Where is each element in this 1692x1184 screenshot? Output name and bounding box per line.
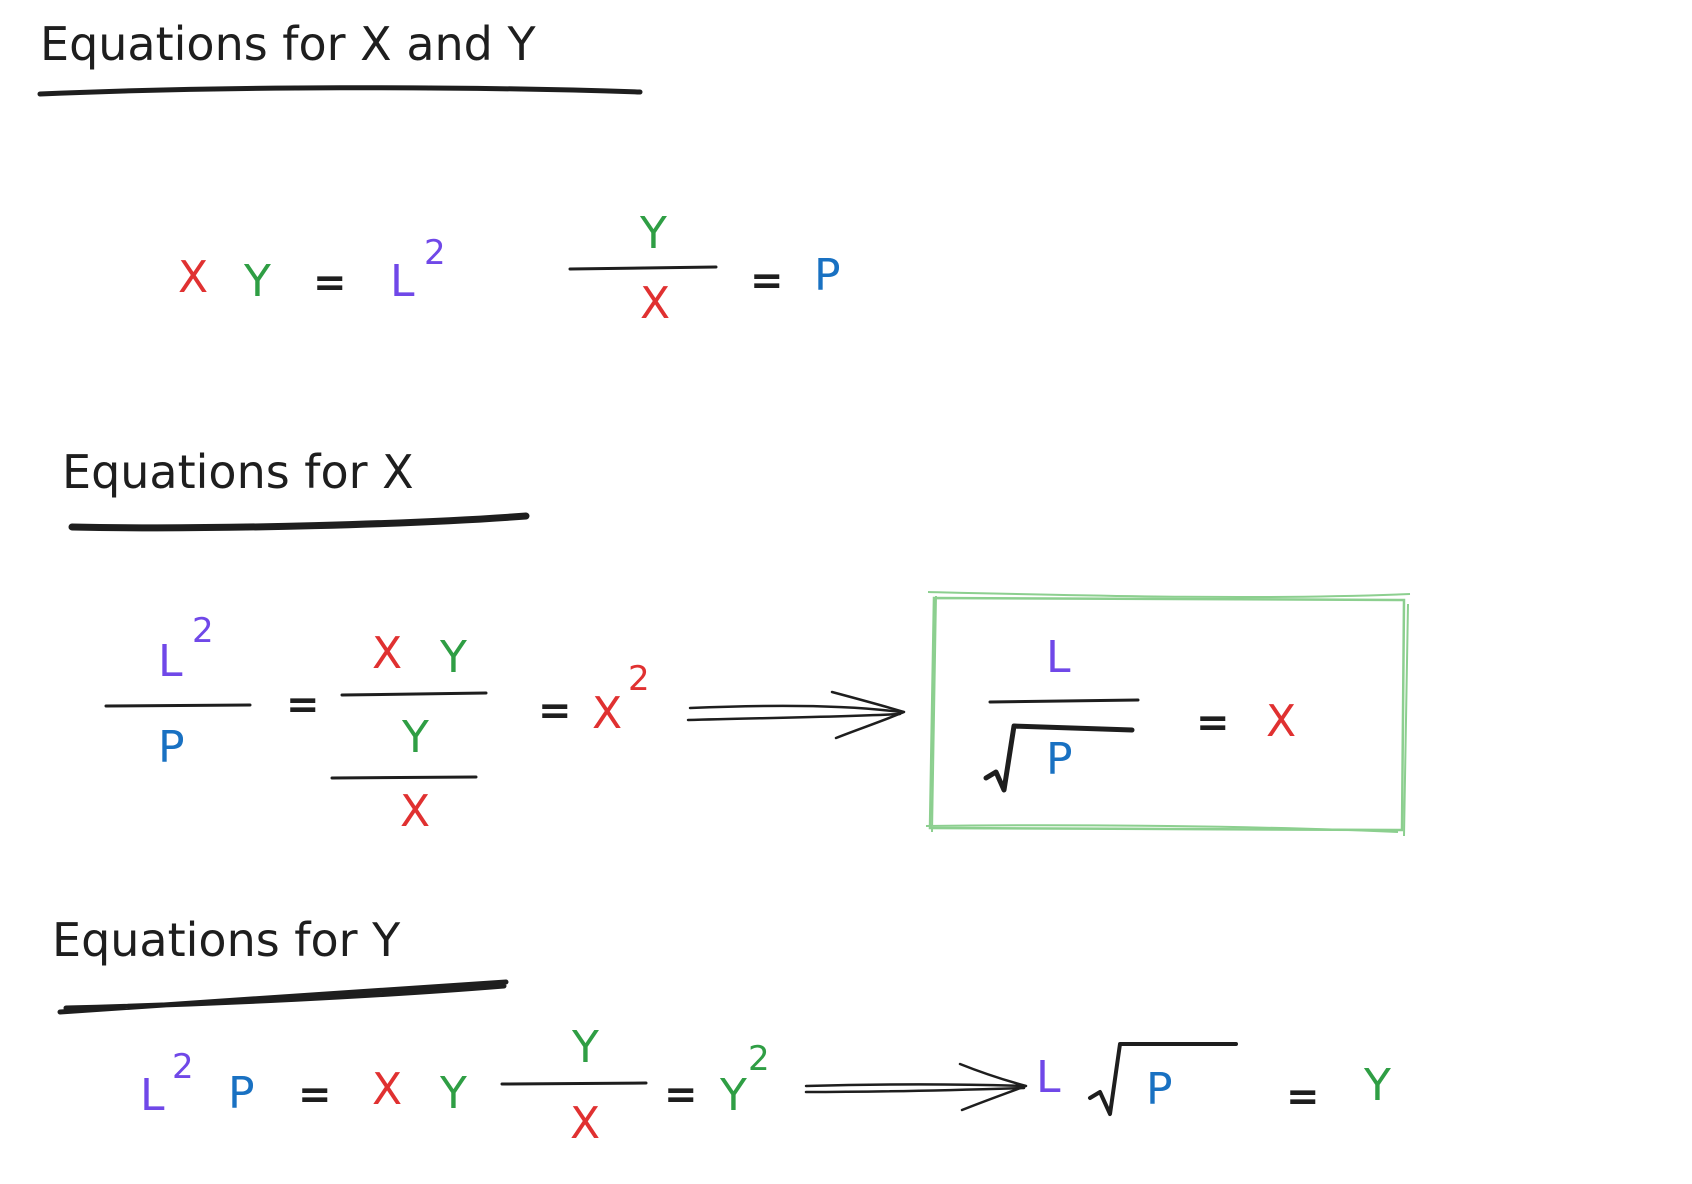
symbol-y: Y [571,1022,599,1073]
symbol-y: Y [1363,1060,1391,1111]
result-box-x: L P = X [925,591,1411,837]
equals-sign: = [298,1072,332,1118]
equation-xy-equals-l-squared: X Y = L 2 [178,233,446,307]
symbol-p: P [228,1068,255,1119]
symbol-x: X [1266,696,1296,747]
implies-arrow [686,690,906,740]
equals-sign: = [538,688,572,734]
square-root-sign [1088,1042,1238,1116]
equation-l-squared-p-equals-xy: L 2 P = X Y [140,1047,467,1121]
symbol-x: X [372,628,402,679]
square-root-sign [983,723,1135,793]
symbol-y: Y [439,1068,467,1119]
heading-equations-for-y: Equations for Y [52,913,401,967]
symbol-y: Y [243,256,271,307]
exponent-2: 2 [192,611,214,651]
heading-equations-for-x-and-y: Equations for X and Y [40,17,536,71]
symbol-l: L [390,256,415,307]
symbol-l: L [1036,1052,1061,1103]
equation-y-over-x-equals-p: Y X = P [568,208,841,329]
highlight-box [928,596,1406,832]
heading-equations-for-x: Equations for X [62,445,414,499]
exponent-2: 2 [424,233,446,273]
equals-sign: = [664,1072,698,1118]
heading-underline [57,979,509,1015]
symbol-l: L [158,636,183,687]
equation-l-sqrt-p-equals-y: L P = Y [1036,1042,1391,1120]
symbol-x: X [640,278,670,329]
symbol-x: X [592,688,622,739]
fraction-bar [104,703,252,708]
symbol-x: X [570,1098,600,1149]
symbol-p: P [158,722,185,773]
heading-underline [37,85,643,97]
fraction-bar [568,265,718,271]
symbol-l: L [140,1070,165,1121]
exponent-2: 2 [748,1039,770,1079]
equals-sign: = [1196,700,1230,746]
fraction-bar [330,775,478,780]
implies-arrow [804,1062,1028,1112]
exponent-2: 2 [628,659,650,699]
symbol-x: X [372,1064,402,1115]
equation-x-squared: X 2 [592,659,650,739]
heading-underline [68,512,530,532]
symbol-p: P [1046,734,1073,785]
equation-l-squared-over-p: L 2 P = [104,611,320,773]
symbol-y: Y [401,712,429,763]
equation-y-over-x-equals-y-squared: Y X = Y 2 [500,1022,770,1149]
fraction-bar [340,691,488,697]
symbol-x: X [178,252,208,303]
equation-xy-over-y-over-x: X Y Y X = [330,628,572,837]
equals-sign: = [313,260,347,306]
fraction-bar [988,698,1140,704]
equals-sign: = [286,682,320,728]
symbol-y: Y [639,208,667,259]
equals-sign: = [750,258,784,304]
symbol-p: P [1146,1064,1173,1115]
symbol-y: Y [719,1070,747,1121]
highlight-box-sketch [925,591,1411,837]
exponent-2: 2 [172,1047,194,1087]
symbol-x: X [400,786,430,837]
symbol-l: L [1046,632,1071,683]
symbol-p: P [814,250,841,301]
symbol-y: Y [439,632,467,683]
fraction-bar [500,1081,648,1086]
equals-sign: = [1286,1074,1320,1120]
